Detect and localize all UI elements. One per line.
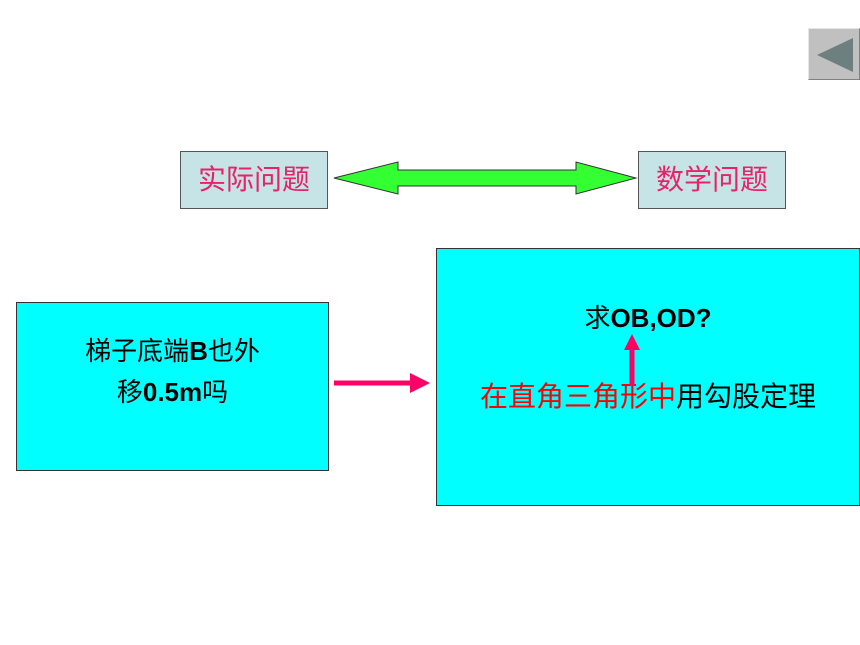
problem-box: 梯子底端B也外 移0.5m吗 bbox=[16, 302, 329, 471]
solution-question: 求OB,OD? bbox=[584, 303, 712, 334]
triangle-left-icon bbox=[817, 38, 853, 72]
problem-text: 梯子底端B也外 移0.5m吗 bbox=[17, 331, 328, 413]
method-red-text: 在直角三角形中 bbox=[479, 380, 676, 413]
up-arrow-foreground-icon bbox=[624, 334, 640, 386]
method-black-text: 用勾股定理 bbox=[676, 380, 817, 413]
math-problem-text: 数学问题 bbox=[655, 163, 768, 196]
right-arrow-icon bbox=[334, 373, 430, 393]
solution-method: 在直角三角形中用勾股定理 bbox=[437, 377, 859, 417]
math-problem-label: 数学问题 bbox=[638, 151, 786, 209]
problem-line-2: 移0.5m吗 bbox=[116, 377, 229, 408]
back-button[interactable] bbox=[808, 28, 860, 80]
practical-problem-text: 实际问题 bbox=[197, 163, 310, 196]
problem-line-1: 梯子底端B也外 bbox=[85, 336, 260, 367]
double-arrow-icon bbox=[333, 161, 638, 195]
practical-problem-label: 实际问题 bbox=[180, 151, 328, 209]
solution-box: 求OB,OD? 在直角三角形中用勾股定理 bbox=[436, 248, 860, 506]
